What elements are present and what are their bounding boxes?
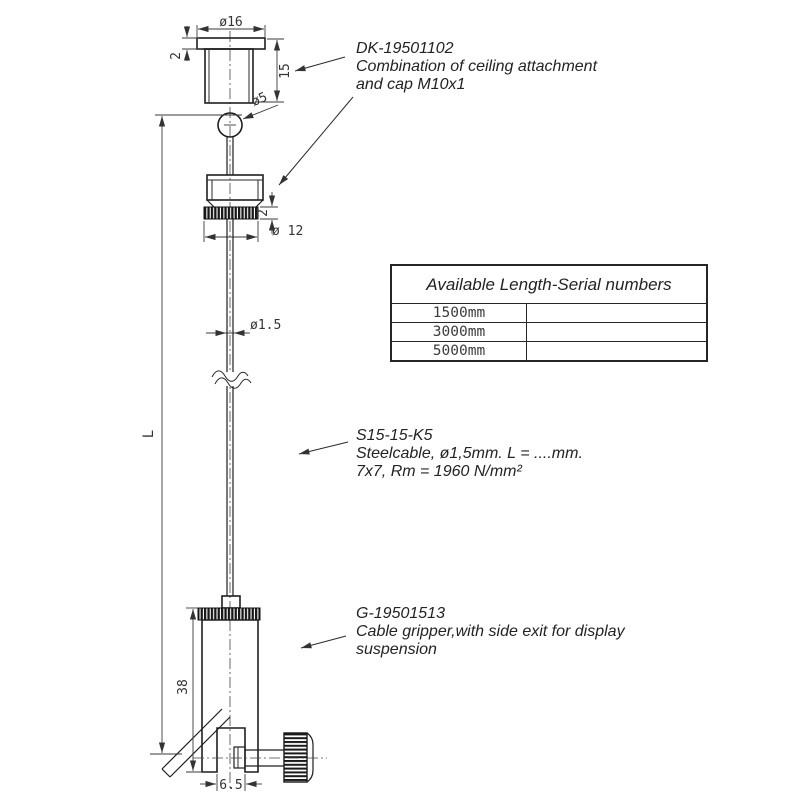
gripper-body	[201, 619, 259, 773]
break-wave-bottom	[214, 377, 252, 389]
gripper-description-2: suspension	[356, 641, 437, 658]
dimension-flange-height: 2	[169, 26, 201, 61]
serial-cell	[527, 323, 706, 341]
cable-description-1: Steelcable, ø1,5mm. L = ....mm.	[356, 445, 583, 462]
dimension-flange-diameter: ø16	[196, 15, 266, 37]
table-title: Available Length-Serial numbers	[426, 274, 672, 294]
annotation-steel-cable: S15-15-K5 Steelcable, ø1,5mm. L = ....mm…	[356, 427, 583, 480]
length-cell: 3000mm	[392, 323, 527, 341]
serial-cell	[527, 304, 706, 322]
dimension-ring-height: 2	[256, 192, 278, 234]
table-row: 1500mm	[392, 303, 706, 322]
slot-width-label: 6.5	[219, 778, 242, 793]
ring-height-label: 2	[256, 209, 271, 217]
gripper-part-number: G-19501513	[356, 605, 445, 622]
leader-cable-gripper	[300, 635, 347, 649]
dimension-total-length: L	[141, 114, 242, 755]
gripper-description-1: Cable gripper,with side exit for display	[356, 623, 626, 640]
leader-lines	[278, 56, 354, 649]
ring-diameter-label: ø 12	[272, 224, 303, 239]
ceiling-description-1: Combination of ceiling attachment	[356, 58, 598, 75]
serial-cell	[527, 342, 706, 360]
ball-end	[217, 112, 243, 138]
ceiling-attachment-drawing	[196, 37, 266, 138]
flange-height-label: 2	[169, 52, 184, 60]
table-row: 5000mm	[392, 341, 706, 360]
cap-knurled-ring	[203, 206, 259, 220]
dimension-ball-diameter: ø5	[242, 90, 279, 120]
ceiling-part-number: DK-19501102	[356, 40, 454, 57]
length-cell: 5000mm	[392, 342, 527, 360]
screw-knurled-knob	[283, 732, 308, 783]
total-length-label: L	[141, 430, 157, 438]
cable-upper-segment	[226, 137, 234, 175]
dimension-body-height: 15	[255, 38, 293, 103]
thumb-screw	[233, 732, 314, 783]
flange-diameter-label: ø16	[219, 15, 242, 30]
ball-diameter-label: ø5	[249, 90, 269, 110]
gripper-drawing	[161, 595, 327, 783]
length-cell: 1500mm	[392, 304, 527, 322]
annotation-ceiling-attachment: DK-19501102 Combination of ceiling attac…	[356, 40, 598, 93]
cable-part-number: S15-15-K5	[356, 427, 433, 444]
side-exit-tube	[161, 708, 231, 778]
dimension-cable-diameter: ø1.5	[206, 318, 281, 337]
cap-drawing	[203, 174, 264, 220]
body-height-label: 15	[278, 63, 293, 79]
dimension-ring-diameter: ø 12	[203, 221, 303, 242]
leader-ceiling-attachment	[294, 56, 346, 72]
leader-steel-cable	[298, 441, 349, 455]
length-serial-table: Available Length-Serial numbers 1500mm 3…	[390, 264, 708, 362]
dimension-gripper-height: 38	[176, 607, 203, 773]
leader-cap	[278, 96, 354, 186]
dimension-slot-width: 6.5	[200, 774, 262, 793]
ceiling-description-2: and cap M10x1	[356, 76, 465, 93]
annotation-cable-gripper: G-19501513 Cable gripper,with side exit …	[356, 605, 626, 658]
gripper-top-fitting	[221, 595, 241, 609]
gripper-height-label: 38	[176, 679, 191, 695]
cable-lower-segment	[211, 219, 252, 596]
cable-diameter-label: ø1.5	[250, 318, 281, 333]
table-row: 3000mm	[392, 322, 706, 341]
cable-description-2: 7x7, Rm = 1960 N/mm²	[356, 463, 523, 480]
gripper-knurled-band	[197, 607, 261, 621]
break-wave-top	[211, 370, 249, 382]
